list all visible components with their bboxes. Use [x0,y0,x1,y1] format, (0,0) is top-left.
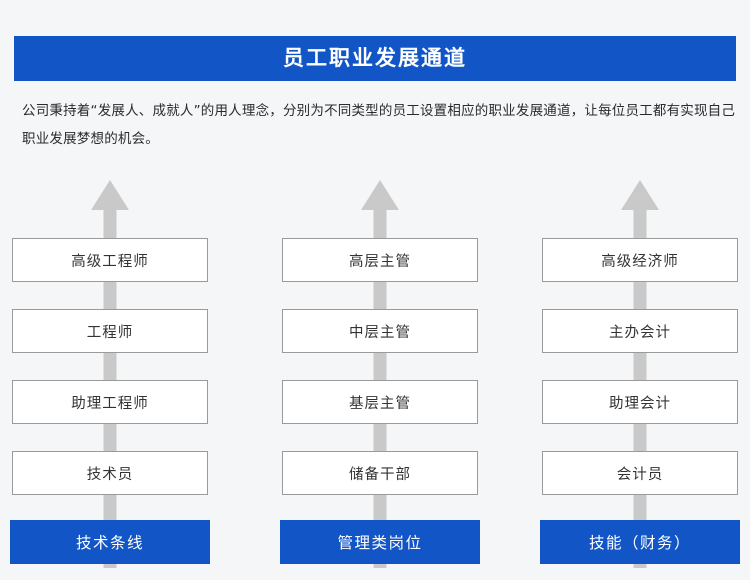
arrow-head-icon [361,180,399,210]
career-track-base-label[interactable]: 技能（财务） [540,520,740,564]
career-level-node[interactable]: 储备干部 [282,451,478,495]
page-title-banner: 员工职业发展通道 [14,36,736,81]
career-level-node[interactable]: 高级经济师 [542,238,738,282]
career-track-base-label[interactable]: 管理类岗位 [280,520,480,564]
career-level-node[interactable]: 助理工程师 [12,380,208,424]
arrow-head-icon [621,180,659,210]
career-level-node[interactable]: 技术员 [12,451,208,495]
career-tracks-container: 高级工程师 工程师 助理工程师 技术员 技术条线 高层主管 中层主管 基层主管 … [0,170,750,580]
career-level-node[interactable]: 中层主管 [282,309,478,353]
intro-paragraph: 公司秉持着“发展人、成就人”的用人理念，分别为不同类型的员工设置相应的职业发展通… [22,103,736,147]
career-track-column: 高级经济师 主办会计 助理会计 会计员 技能（财务） [540,170,740,580]
career-level-node[interactable]: 高级工程师 [12,238,208,282]
career-track-column: 高层主管 中层主管 基层主管 储备干部 管理类岗位 [280,170,480,580]
career-level-node[interactable]: 基层主管 [282,380,478,424]
career-level-node[interactable]: 助理会计 [542,380,738,424]
career-level-node[interactable]: 会计员 [542,451,738,495]
career-level-node[interactable]: 高层主管 [282,238,478,282]
career-level-node[interactable]: 主办会计 [542,309,738,353]
career-track-column: 高级工程师 工程师 助理工程师 技术员 技术条线 [10,170,210,580]
career-track-base-label[interactable]: 技术条线 [10,520,210,564]
page-title: 员工职业发展通道 [283,46,467,70]
arrow-head-icon [91,180,129,210]
career-level-node[interactable]: 工程师 [12,309,208,353]
